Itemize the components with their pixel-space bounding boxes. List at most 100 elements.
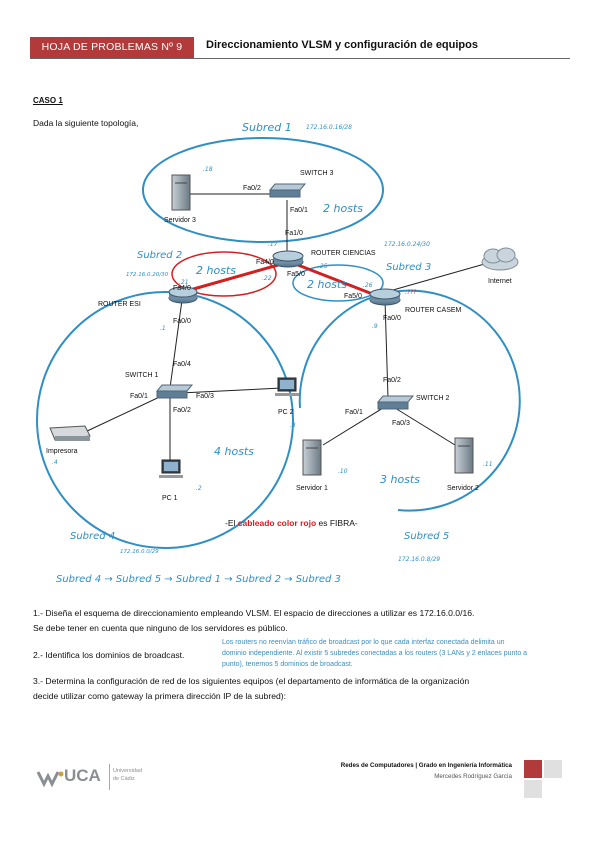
answer-line: Los routers no reenvían tráfico de broad… <box>222 639 505 646</box>
answer-line: dominio independiente. Al existir 5 subr… <box>222 650 528 657</box>
uca-emblem-icon <box>36 771 64 788</box>
fiber-link-2 <box>297 263 376 297</box>
impresora-label: Impresora <box>46 448 78 455</box>
hand-subred4-addr: 172.16.0.0/29 <box>120 549 159 555</box>
switch3-label: SWITCH 3 <box>300 170 334 177</box>
port-label: Fa1/0 <box>285 230 303 237</box>
header-divider <box>30 58 570 59</box>
router-casem-device <box>369 288 401 306</box>
pc1-device <box>159 459 183 478</box>
router-ciencias-device <box>272 250 304 268</box>
port-label: Fa0/0 <box>383 315 401 322</box>
subnet5-circle <box>298 289 521 512</box>
header-title: Direccionamiento VLSM y configuración de… <box>206 39 478 51</box>
logo-divider <box>109 764 110 790</box>
hand-subnet-order: Subred 4 → Subred 5 → Subred 1 → Subred … <box>56 574 341 585</box>
footer-block-grey <box>524 780 542 798</box>
switch2-label: SWITCH 2 <box>416 395 450 402</box>
router-casem-label: ROUTER CASEM <box>405 307 462 314</box>
hand-2hosts-right: 2 hosts <box>307 278 347 291</box>
intro-text: Dada la siguiente topología, <box>33 118 139 128</box>
hand-ip: .18 <box>203 166 213 173</box>
servidor2-label: Servidor 2 <box>447 485 479 492</box>
header-tag: HOJA DE PROBLEMAS Nº 9 <box>30 37 194 58</box>
caption-prefix: -El <box>225 518 238 528</box>
hand-ip: .17 <box>268 241 278 248</box>
subnet2-circle <box>171 251 277 297</box>
port-label: Fa5/0 <box>287 271 305 278</box>
port-label: Fa0/4 <box>173 361 191 368</box>
university-name-line-1: Universidad <box>113 768 143 774</box>
port-label: Fa0/3 <box>392 420 410 427</box>
subnet4-circle <box>36 291 294 549</box>
servidor1-device <box>302 439 322 476</box>
hand-subred1: Subred 1 <box>242 121 292 134</box>
hand-ip: .25 <box>318 263 328 270</box>
hand-subred3: Subred 3 <box>386 262 431 273</box>
caption-suffix: es FIBRA- <box>316 518 358 528</box>
internet-cloud <box>481 247 519 271</box>
port-label: Fa4/0 <box>256 259 274 266</box>
port-label: Fa5/0 <box>344 293 362 300</box>
hand-3hosts: 3 hosts <box>380 473 420 486</box>
hand-subred2: Subred 2 <box>137 250 182 261</box>
hand-subred4: Subred 4 <box>70 531 115 542</box>
hand-subred5-addr: 172.16.0.8/29 <box>398 556 440 563</box>
switch1-device <box>155 384 194 399</box>
port-label: Fa0/1 <box>345 409 363 416</box>
uca-logo: UCA Universidad de Cádiz <box>36 764 146 792</box>
footer-author: Mercedes Rodríguez García <box>434 773 512 780</box>
footer-block-grey <box>544 760 562 778</box>
footer-course: Redes de Computadores | Grado en Ingenie… <box>340 762 512 769</box>
university-name-line-2: de Cádiz <box>113 776 135 782</box>
hand-ip: .26 <box>363 282 373 289</box>
internet-label: Internet <box>488 278 512 285</box>
port-label: Fa0/2 <box>383 377 401 384</box>
port-label: Fa0/2 <box>243 185 261 192</box>
hand-4hosts: 4 hosts <box>214 445 254 458</box>
hand-2hosts-left: 2 hosts <box>196 264 236 277</box>
question-1-line-2: Se debe tener en cuenta que ninguno de l… <box>33 623 288 633</box>
hand-ip: .4 <box>52 459 58 466</box>
diagram-caption: -El cableado color rojo es FIBRA- <box>225 518 358 528</box>
hand-ip: .21 <box>179 279 189 286</box>
topology-diagram: SWITCH 3 Servidor 3 ROUTER CIENCIAS ROUT… <box>36 121 521 585</box>
router-ciencias-label: ROUTER CIENCIAS <box>311 250 376 257</box>
question-2: 2.- Identifica los dominios de broadcast… <box>33 650 185 660</box>
servidor3-device <box>171 174 191 211</box>
hand-ip: .11 <box>483 461 493 468</box>
hand-subred2-addr: 172.16.0.20/30 <box>126 272 169 278</box>
router-esi-label: ROUTER ESI <box>98 301 141 308</box>
question-1-line-1: 1.- Diseña el esquema de direccionamient… <box>33 608 475 618</box>
servidor2-device <box>454 437 474 474</box>
hand-ip: .2 <box>196 485 202 492</box>
hand-subred1-addr: 172.16.0.16/28 <box>306 124 352 131</box>
port-label: Fa0/0 <box>173 318 191 325</box>
hand-ip: .3 <box>290 422 296 429</box>
port-label: Fa4/0 <box>173 285 191 292</box>
hand-ip: .22 <box>262 275 272 282</box>
case-heading: CASO 1 <box>33 96 63 105</box>
uca-logo-text: UCA <box>64 766 101 785</box>
port-label: Fa0/1 <box>290 207 308 214</box>
caption-red-text: cableado color rojo <box>237 518 317 528</box>
hand-ip: .1 <box>160 325 166 332</box>
fiber-link-1 <box>189 263 279 292</box>
footer-block-red <box>524 760 542 778</box>
subnet1-circle <box>142 137 384 243</box>
answer-line: punto), tenemos 5 dominios de broadcast. <box>222 661 353 668</box>
impresora-device <box>49 425 91 441</box>
hand-ip: .10 <box>338 468 348 475</box>
question-2-answer: Los routers no reenvían tráfico de broad… <box>222 637 592 670</box>
hand-ip-unknown: .??? <box>405 289 417 296</box>
question-3-line-2: decide utilizar como gateway la primera … <box>33 691 287 701</box>
question-3-line-1: 3.- Determina la configuración de red de… <box>33 676 470 686</box>
switch2-device <box>376 395 415 410</box>
router-esi-device <box>168 286 198 304</box>
hand-2hosts-top: 2 hosts <box>323 202 363 215</box>
servidor1-label: Servidor 1 <box>296 485 328 492</box>
port-label: Fa0/2 <box>173 407 191 414</box>
port-label: Fa0/3 <box>196 393 214 400</box>
pc2-device <box>275 377 299 396</box>
hand-subred5: Subred 5 <box>404 531 449 542</box>
